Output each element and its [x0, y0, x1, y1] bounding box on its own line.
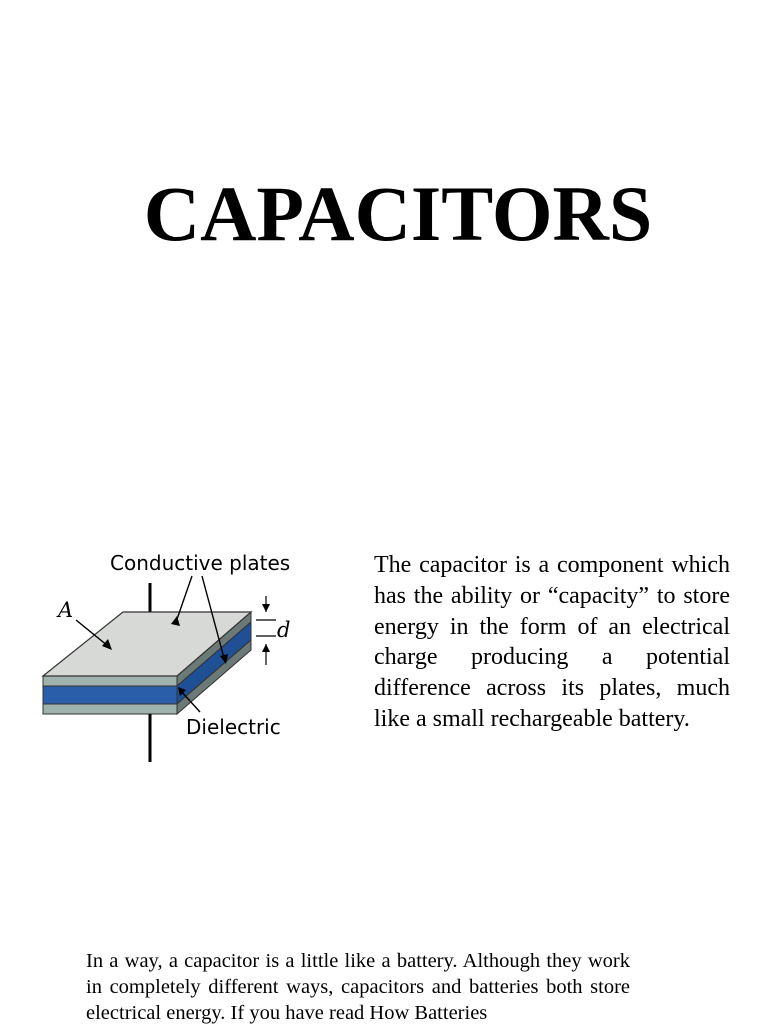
front-bottom-plate-layer: [42, 703, 178, 715]
distance-arrowhead-top: [262, 604, 270, 612]
distance-label: d: [277, 618, 290, 642]
capacitor-description: The capacitor is a component which has t…: [374, 552, 730, 732]
area-label: A: [56, 598, 73, 622]
top-plate-face: [41, 611, 253, 677]
conductive-plates-label: Conductive plates: [110, 551, 290, 575]
body-paragraph: In a way, a capacitor is a little like a…: [86, 950, 630, 1024]
area-arrow: [75, 619, 109, 647]
dielectric-arrowhead: [178, 687, 186, 696]
capacitor-diagram: Conductive plates A d Dielectric: [30, 540, 330, 770]
front-top-plate-layer: [42, 675, 178, 687]
plates-arrowhead-bottom: [220, 654, 228, 664]
plates-arrow-top: [175, 575, 193, 623]
dielectric-label: Dielectric: [186, 715, 281, 739]
page-title: CAPACITORS: [143, 170, 653, 257]
dielectric-arrow: [179, 689, 201, 713]
front-dielectric-layer: [42, 685, 178, 705]
distance-arrowhead-bottom: [262, 644, 270, 652]
plates-arrowhead-top: [171, 616, 180, 626]
area-arrowhead: [102, 639, 112, 650]
plates-arrow-bottom: [201, 575, 225, 659]
